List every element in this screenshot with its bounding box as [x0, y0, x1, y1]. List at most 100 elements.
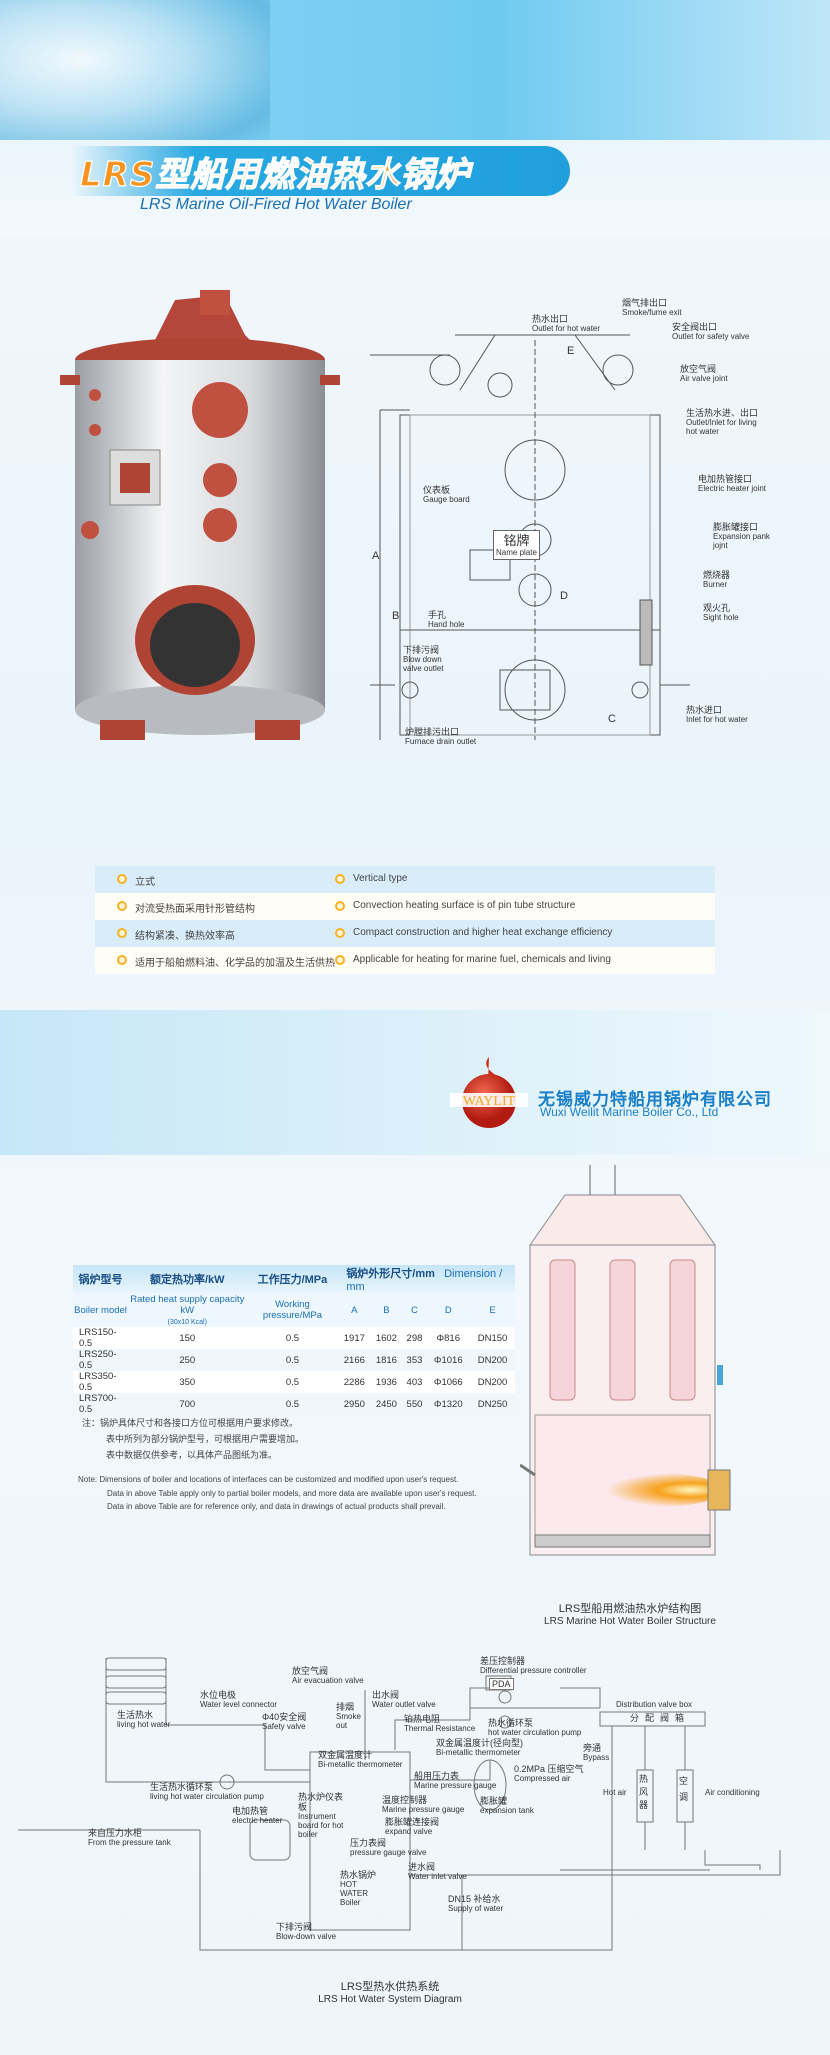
- feature-row: 对流受热面采用针形管结构 Convection heating surface i…: [95, 893, 715, 920]
- table-cell: 700: [128, 1393, 247, 1415]
- spec-table: 锅炉型号 额定热功率/kW 工作压力/MPa 锅炉外形尺寸/mm Dimensi…: [73, 1265, 515, 1415]
- th-dimension: 锅炉外形尺寸/mm Dimension / mm: [338, 1265, 515, 1293]
- note-line: Data in above Table are for reference on…: [107, 1502, 446, 1511]
- bullet-icon: [117, 874, 127, 884]
- feature-zh: 适用于船舶燃料油、化学品的加温及生活供热: [135, 958, 335, 969]
- boiler-structure-drawing: [520, 1165, 731, 1556]
- pda-box: PDA: [489, 1678, 514, 1690]
- th-c: C: [402, 1293, 427, 1327]
- dim-label-c: C: [608, 713, 616, 725]
- table-cell: 2450: [370, 1393, 403, 1415]
- table-cell: DN200: [470, 1371, 515, 1393]
- feature-zh: 对流受热面采用针形管结构: [135, 904, 255, 915]
- th-e: E: [470, 1293, 515, 1327]
- sea-image: [0, 0, 270, 150]
- feature-zh: 结构紧凑、换热效率高: [135, 931, 235, 942]
- company-name-en: Wuxi Weilit Marine Boiler Co., Ltd: [540, 1105, 719, 1119]
- feature-row: 适用于船舶燃料油、化学品的加温及生活供热 Applicable for heati…: [95, 947, 715, 974]
- th-pressure-en: Working pressure/MPa: [246, 1293, 339, 1327]
- table-cell: 0.5: [246, 1327, 339, 1349]
- table-cell: 1816: [370, 1349, 403, 1371]
- bullet-icon: [117, 901, 127, 911]
- table-cell: 2286: [338, 1371, 371, 1393]
- logo-text: WAYLIT: [463, 1094, 516, 1109]
- bullet-icon: [117, 928, 127, 938]
- table-cell: LRS150-0.5: [73, 1327, 129, 1349]
- boiler-photo: [60, 290, 340, 740]
- notes-zh: 注：锅炉具体尺寸和各接口方位可根据用户要求修改。 表中所列为部分锅炉型号，可根据…: [82, 1415, 304, 1463]
- feature-en: Compact construction and higher heat exc…: [353, 927, 613, 938]
- dim-label-a: A: [372, 550, 380, 562]
- company-logo: WAYLIT: [450, 1057, 528, 1128]
- note-line: 注：锅炉具体尺寸和各接口方位可根据用户要求修改。: [82, 1418, 299, 1428]
- table-cell: 0.5: [246, 1371, 339, 1393]
- note-line: Note: Dimensions of boiler and locations…: [78, 1475, 459, 1484]
- th-a: A: [338, 1293, 371, 1327]
- table-cell: 350: [128, 1371, 247, 1393]
- table-cell: 1602: [370, 1327, 403, 1349]
- table-cell: DN200: [470, 1349, 515, 1371]
- ac-box-label: 空调: [679, 1776, 689, 1802]
- feature-zh: 立式: [135, 877, 155, 888]
- feature-en: Applicable for heating for marine fuel, …: [353, 954, 611, 965]
- th-model-en: Boiler model: [73, 1293, 129, 1327]
- table-cell: 2166: [338, 1349, 371, 1371]
- company-name-zh: 无锡威力特船用锅炉有限公司: [538, 1090, 772, 1109]
- system-label: 双金属温度计(径向型)Bi-metallic thermometer: [436, 1738, 523, 1757]
- table-cell: Φ816: [426, 1327, 471, 1349]
- company-band: [0, 1010, 830, 1155]
- system-label: Air conditioning: [705, 1788, 760, 1797]
- system-label: Distribution valve box: [616, 1700, 693, 1709]
- table-cell: 1917: [338, 1327, 371, 1349]
- bullet-icon: [335, 901, 345, 911]
- distribution-box-label: 分配阀箱: [630, 1713, 691, 1723]
- bullet-icon: [335, 955, 345, 965]
- feature-en: Convection heating surface is of pin tub…: [353, 900, 576, 911]
- table-cell: DN150: [470, 1327, 515, 1349]
- note-line: 表中所列为部分锅炉型号，可根据用户需要增加。: [106, 1434, 305, 1444]
- dim-label-e: E: [567, 345, 575, 357]
- table-cell: 550: [402, 1393, 427, 1415]
- th-capacity-en: Rated heat supply capacity kW(30x10 Kcal…: [128, 1293, 247, 1327]
- table-cell: 353: [402, 1349, 427, 1371]
- table-cell: 150: [128, 1327, 247, 1349]
- dim-label-b: B: [392, 610, 400, 622]
- table-cell: Φ1016: [426, 1349, 471, 1371]
- bullet-icon: [117, 955, 127, 965]
- system-label: Hot air: [603, 1788, 627, 1797]
- table-cell: LRS700-0.5: [73, 1393, 129, 1415]
